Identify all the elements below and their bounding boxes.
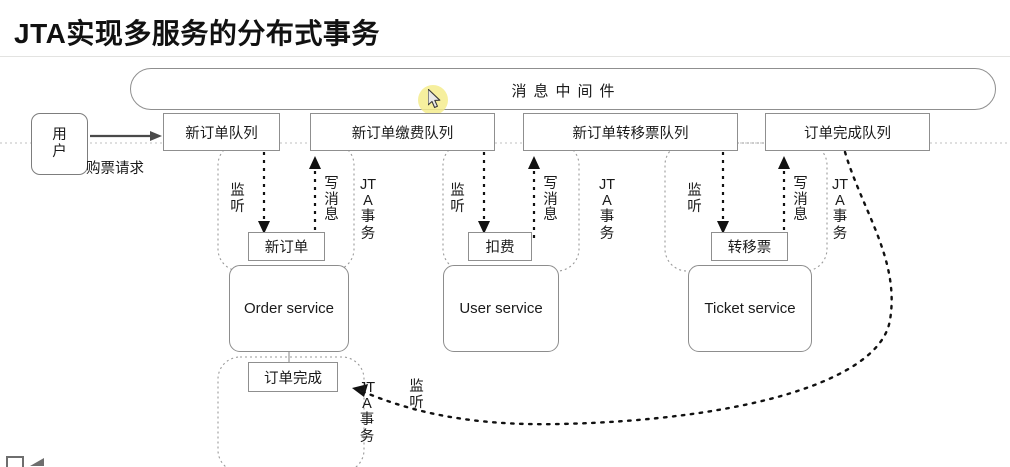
order-listen-arrow — [258, 152, 270, 234]
jta-boundary-ticket — [664, 142, 828, 272]
user-jta-label: JTA事务 — [598, 177, 616, 242]
service-user[interactable]: User service — [443, 265, 559, 352]
ticket-listen-arrow — [717, 152, 729, 234]
action-order-done-label: 订单完成 — [264, 370, 322, 387]
user-listen-arrow — [478, 152, 490, 234]
queue-new-order-ticket-label: 新订单转移票队列 — [572, 125, 689, 142]
bottom-listen-label: 监听 — [409, 379, 424, 411]
purchase-request-label: 购票请求 — [86, 161, 144, 177]
queue-order-done[interactable]: 订单完成队列 — [765, 113, 930, 151]
user-write-label: 写消息 — [543, 176, 558, 224]
ticket-write-label: 写消息 — [793, 176, 808, 224]
bottom-partial-glyph — [6, 456, 44, 467]
mouse-pointer-icon — [428, 89, 441, 109]
bottom-jta-label: JTA事务 — [358, 380, 376, 445]
queue-new-order-pay[interactable]: 新订单缴费队列 — [310, 113, 495, 151]
user-label-line2: 户 — [52, 144, 67, 160]
user-to-queue-arrow — [90, 131, 162, 141]
queue-new-order[interactable]: 新订单队列 — [163, 113, 280, 151]
user-box[interactable]: 用 户 — [31, 113, 88, 175]
action-order-done[interactable]: 订单完成 — [248, 362, 338, 392]
service-order-label: Order service — [243, 300, 335, 317]
ticket-write-arrow — [778, 156, 790, 238]
order-write-label: 写消息 — [324, 176, 339, 224]
message-middleware-bar[interactable] — [130, 68, 996, 110]
order-jta-label: JTA事务 — [359, 177, 377, 242]
service-ticket-label: Ticket service — [704, 300, 796, 317]
action-deduct-fee[interactable]: 扣费 — [468, 232, 532, 261]
service-order[interactable]: Order service — [229, 265, 349, 352]
order-write-arrow — [309, 156, 321, 238]
message-middleware-label: 消息中间件 — [511, 83, 622, 100]
user-listen-label: 监听 — [450, 183, 465, 215]
queue-new-order-label: 新订单队列 — [185, 125, 258, 142]
action-transfer-ticket[interactable]: 转移票 — [711, 232, 788, 261]
order-listen-label: 监听 — [230, 183, 245, 215]
queue-new-order-pay-label: 新订单缴费队列 — [351, 125, 454, 142]
jta-boundary-order-done — [217, 356, 365, 467]
service-ticket[interactable]: Ticket service — [688, 265, 812, 352]
user-label-line1: 用 — [52, 127, 67, 144]
ticket-jta-label: JTA事务 — [831, 177, 849, 242]
action-deduct-fee-label: 扣费 — [485, 240, 515, 256]
page-title: JTA实现多服务的分布式事务 — [14, 18, 380, 49]
queue-order-done-label: 订单完成队列 — [804, 125, 891, 142]
order-done-feedback-curve — [352, 150, 893, 426]
user-write-arrow — [528, 156, 540, 238]
ticket-listen-label: 监听 — [687, 183, 702, 215]
action-new-order[interactable]: 新订单 — [248, 232, 325, 261]
queue-new-order-ticket[interactable]: 新订单转移票队列 — [523, 113, 738, 151]
action-new-order-label: 新订单 — [264, 240, 309, 256]
action-transfer-ticket-label: 转移票 — [727, 240, 772, 256]
service-user-label: User service — [459, 300, 543, 317]
title-divider — [0, 56, 1010, 57]
